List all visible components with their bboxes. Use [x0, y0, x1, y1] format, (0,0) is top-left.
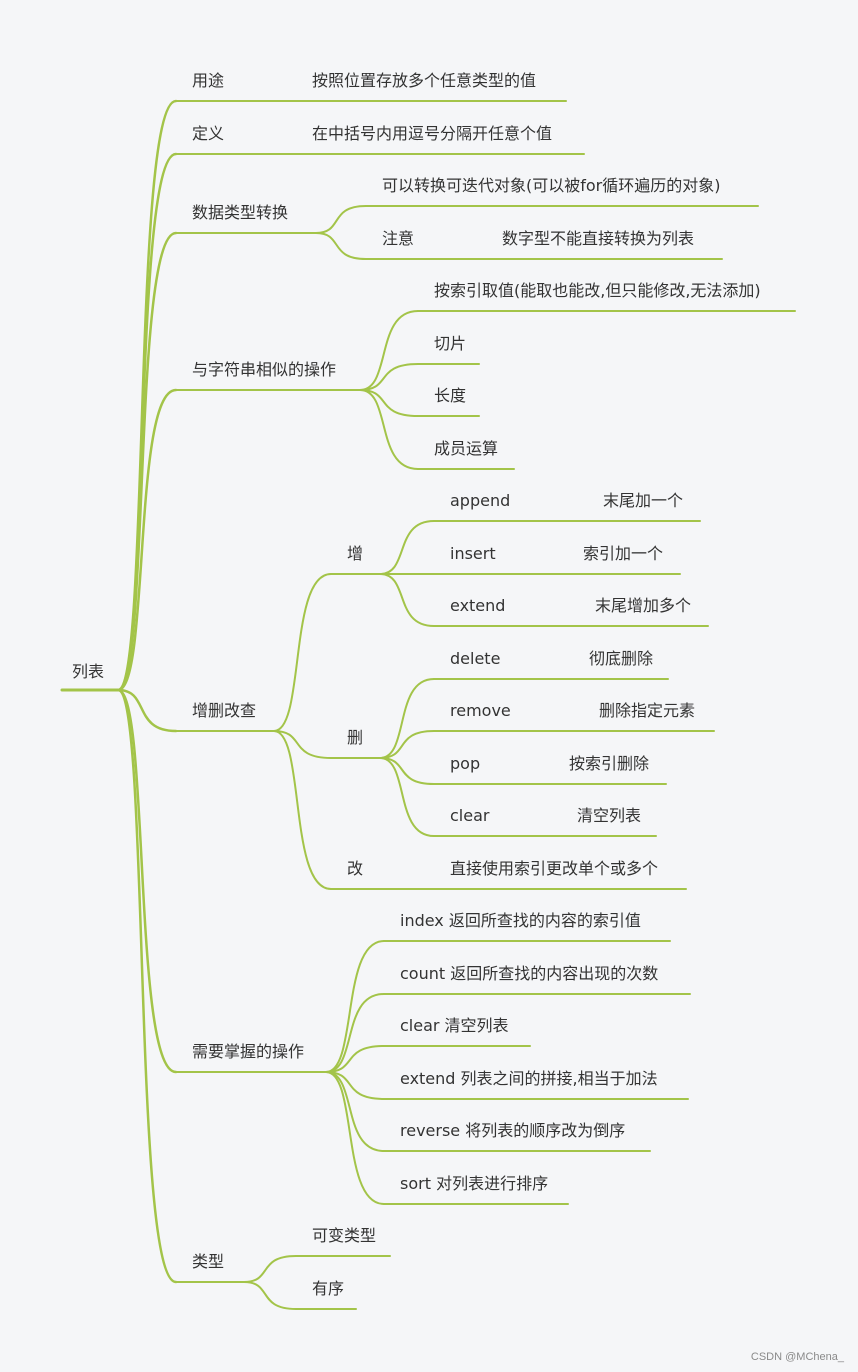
definition-note: 在中括号内用逗号分隔开任意个值: [312, 124, 553, 143]
delete-item-connector: [379, 730, 435, 759]
branch-conversion-connector: [116, 231, 178, 692]
crud-delete-label: 删: [347, 728, 364, 747]
string-like-item: 成员运算: [434, 439, 499, 458]
branch-definition-connector: [116, 152, 178, 692]
add-item-connector: [379, 520, 435, 575]
crud-modify-label: 改: [347, 859, 364, 878]
method-name: append: [450, 491, 511, 510]
type-connector: [243, 1281, 297, 1310]
branch-crud: 增删改查: [192, 701, 257, 720]
method-name: insert: [450, 544, 496, 563]
branch-usage: 用途: [192, 71, 225, 90]
string-like-connector: [359, 389, 419, 470]
watermark: CSDN @MChena_: [750, 1351, 844, 1363]
crud-add-label: 增: [347, 544, 364, 563]
branch-definition: 定义: [192, 124, 225, 143]
delete-item-connector: [379, 678, 435, 759]
branch-must-know-connector: [116, 688, 178, 1074]
string-like-connector: [359, 389, 419, 417]
must-know-connector: [325, 1071, 385, 1205]
branch-conversion: 数据类型转换: [192, 203, 289, 222]
method-desc: 按索引删除: [569, 754, 650, 773]
string-like-connector: [359, 363, 419, 391]
branch-must-know: 需要掌握的操作: [192, 1042, 305, 1061]
method-desc: 清空列表: [577, 806, 642, 825]
conversion-attention-note: 数字型不能直接转换为列表: [502, 229, 695, 248]
must-know-connector: [325, 1071, 385, 1100]
string-like-connector: [359, 310, 419, 391]
must-know-item: clear 清空列表: [400, 1016, 509, 1035]
crud-connector: [273, 573, 332, 732]
string-like-item: 长度: [434, 386, 467, 405]
must-know-connector: [325, 940, 385, 1073]
crud-connector: [273, 730, 332, 759]
string-like-item: 按索引取值(能取也能改,但只能修改,无法添加): [434, 281, 761, 300]
usage-note: 按照位置存放多个任意类型的值: [312, 71, 537, 90]
delete-item-connector: [379, 757, 435, 785]
branch-crud-connector: [116, 688, 178, 733]
delete-item-connector: [379, 757, 435, 837]
method-desc: 末尾增加多个: [595, 596, 692, 615]
must-know-item: count 返回所查找的内容出现的次数: [400, 964, 659, 983]
method-name: remove: [450, 701, 511, 720]
add-item-connector: [379, 573, 435, 627]
branch-string-like: 与字符串相似的操作: [192, 360, 337, 379]
method-name: extend: [450, 596, 506, 615]
conversion-connector: [315, 205, 367, 234]
must-know-item: reverse 将列表的顺序改为倒序: [400, 1121, 626, 1140]
conversion-attention-label: 注意: [382, 229, 415, 248]
method-desc: 删除指定元素: [599, 701, 696, 720]
crud-modify-desc: 直接使用索引更改单个或多个: [450, 859, 659, 878]
must-know-connector: [325, 1071, 385, 1152]
string-like-item: 切片: [434, 334, 467, 353]
conversion-connector: [315, 232, 367, 260]
must-know-item: index 返回所查找的内容的索引值: [400, 911, 641, 930]
must-know-connector: [325, 993, 385, 1073]
method-desc: 索引加一个: [583, 544, 664, 563]
type-item: 有序: [312, 1279, 345, 1298]
method-name: pop: [450, 754, 481, 773]
root-node-list: 列表: [72, 662, 105, 681]
method-name: clear: [450, 806, 490, 825]
branch-string-like-connector: [116, 388, 178, 692]
type-connector: [243, 1255, 297, 1283]
branch-type: 类型: [192, 1252, 225, 1271]
type-item: 可变类型: [312, 1226, 377, 1245]
crud-connector: [273, 730, 332, 890]
must-know-item: extend 列表之间的拼接,相当于加法: [400, 1069, 658, 1088]
method-desc: 末尾加一个: [603, 491, 684, 510]
branch-type-connector: [116, 688, 178, 1284]
method-desc: 彻底删除: [589, 649, 654, 668]
must-know-connector: [325, 1045, 385, 1073]
must-know-item: sort 对列表进行排序: [400, 1174, 549, 1193]
conversion-iterable: 可以转换可迭代对象(可以被for循环遍历的对象): [382, 176, 721, 195]
method-name: delete: [450, 649, 501, 668]
